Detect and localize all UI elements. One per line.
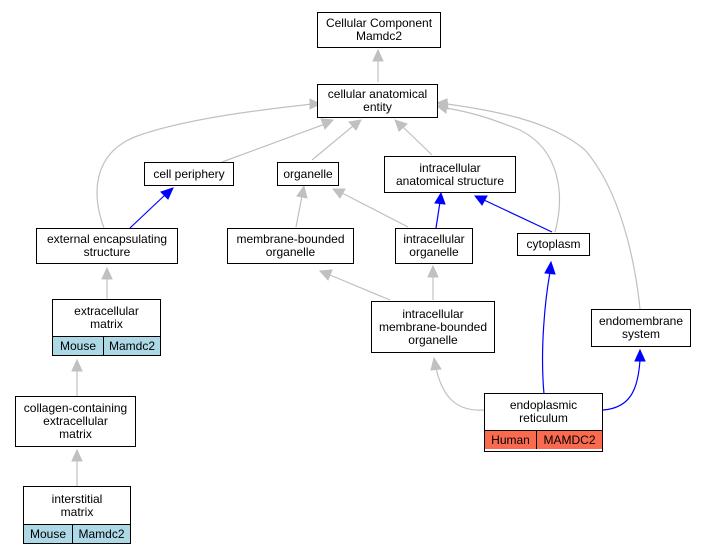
node-label: membrane-bounded organelle: [236, 232, 345, 259]
arrow-io-org: [331, 188, 346, 199]
species-tags: Mouse Mamdc2: [24, 524, 130, 543]
node-label: Cellular Component Mamdc2: [325, 16, 433, 43]
gene-tag: MAMDC2: [536, 431, 602, 449]
node-cell-periphery[interactable]: cell periphery: [144, 162, 234, 186]
arrow-ems-cae: [435, 98, 449, 110]
node-label: cytoplasm: [526, 237, 581, 251]
species-tag: Human: [485, 431, 536, 449]
species-tags: Human MAMDC2: [485, 430, 602, 449]
arrow-ees-cp: [160, 187, 174, 200]
arrow-ecm-ees: [101, 266, 113, 280]
edge-org-cae: [311, 125, 354, 161]
node-label: extracellular matrix: [74, 304, 139, 331]
node-external-encapsulating-structure[interactable]: external encapsulating structure: [36, 228, 178, 264]
edge-ems-cae: [446, 103, 641, 310]
node-label: interstitial matrix: [51, 491, 103, 519]
gene-tag: Mamdc2: [72, 525, 130, 543]
node-cellular-component[interactable]: Cellular Component Mamdc2: [317, 12, 441, 48]
edge-ees-cae: [96, 103, 313, 229]
arrow-cp-cae: [320, 118, 335, 130]
arrow-cae-cc: [372, 48, 384, 62]
species-tags: Mouse Mamdc2: [53, 336, 160, 355]
arrow-cyto-ias: [473, 195, 488, 206]
arrow-imbo-mbo: [318, 269, 333, 281]
edge-io-org: [341, 192, 409, 228]
node-extracellular-matrix[interactable]: extracellular matrix Mouse Mamdc2: [52, 299, 161, 356]
node-organelle[interactable]: organelle: [277, 162, 339, 186]
arrow-ees-cae: [309, 98, 322, 110]
edge-io-ias: [435, 201, 441, 229]
node-label: endoplasmic reticulum: [509, 398, 578, 425]
node-label: intracellular anatomical structure: [395, 160, 505, 188]
arrow-org-cae: [348, 119, 362, 131]
arrow-ias-cae: [394, 119, 408, 132]
arrow-io-ias: [434, 191, 446, 205]
node-label: endomembrane system: [598, 314, 684, 341]
node-intracellular-organelle[interactable]: intracellular organelle: [395, 228, 473, 264]
edge-cp-cae: [221, 123, 326, 163]
node-interstitial-matrix[interactable]: interstitial matrix Mouse Mamdc2: [23, 486, 131, 544]
edge-er-ems: [602, 359, 641, 411]
node-cytoplasm[interactable]: cytoplasm: [517, 233, 590, 256]
arrow-im-ccem: [71, 448, 83, 462]
node-intracellular-membrane-bounded-organelle[interactable]: intracellular membrane-bounded organelle: [371, 301, 495, 353]
node-intracellular-anatomical-structure[interactable]: intracellular anatomical structure: [384, 156, 516, 193]
edge-cyto-ias: [483, 199, 553, 233]
arrow-er-imbo: [430, 356, 442, 371]
node-label: external encapsulating structure: [46, 232, 168, 259]
node-label: collagen-containing extracellular matrix: [23, 401, 128, 441]
node-membrane-bounded-organelle[interactable]: membrane-bounded organelle: [227, 228, 354, 264]
edge-er-cyto: [541, 271, 551, 395]
arrow-er-cyto: [544, 260, 556, 275]
edge-ias-cae: [402, 126, 433, 156]
species-tag: Mouse: [24, 525, 72, 543]
node-collagen-containing-extracellular-matrix[interactable]: collagen-containing extracellular matrix: [15, 396, 136, 447]
node-label: cell periphery: [153, 166, 225, 181]
species-tag: Mouse: [53, 337, 103, 355]
node-label: cellular anatomical entity: [327, 87, 428, 114]
node-endomembrane-system[interactable]: endomembrane system: [591, 309, 691, 347]
node-label: intracellular membrane-bounded organelle: [378, 306, 488, 347]
edge-imbo-mbo: [329, 274, 391, 301]
arrow-imbo-io: [427, 264, 439, 278]
arrow-mbo-org: [296, 184, 308, 199]
edge-mbo-org: [295, 195, 303, 228]
node-label: intracellular organelle: [403, 232, 465, 259]
arrow-ccem-ecm: [71, 358, 83, 372]
edge-cyto-cae: [445, 107, 560, 233]
edge-ees-cp: [129, 193, 167, 229]
node-cellular-anatomical-entity[interactable]: cellular anatomical entity: [317, 84, 438, 118]
gene-tag: Mamdc2: [103, 337, 160, 355]
arrow-er-ems: [634, 348, 646, 362]
edge-er-imbo: [435, 367, 485, 411]
node-endoplasmic-reticulum[interactable]: endoplasmic reticulum Human MAMDC2: [484, 393, 603, 452]
node-label: organelle: [283, 166, 333, 181]
